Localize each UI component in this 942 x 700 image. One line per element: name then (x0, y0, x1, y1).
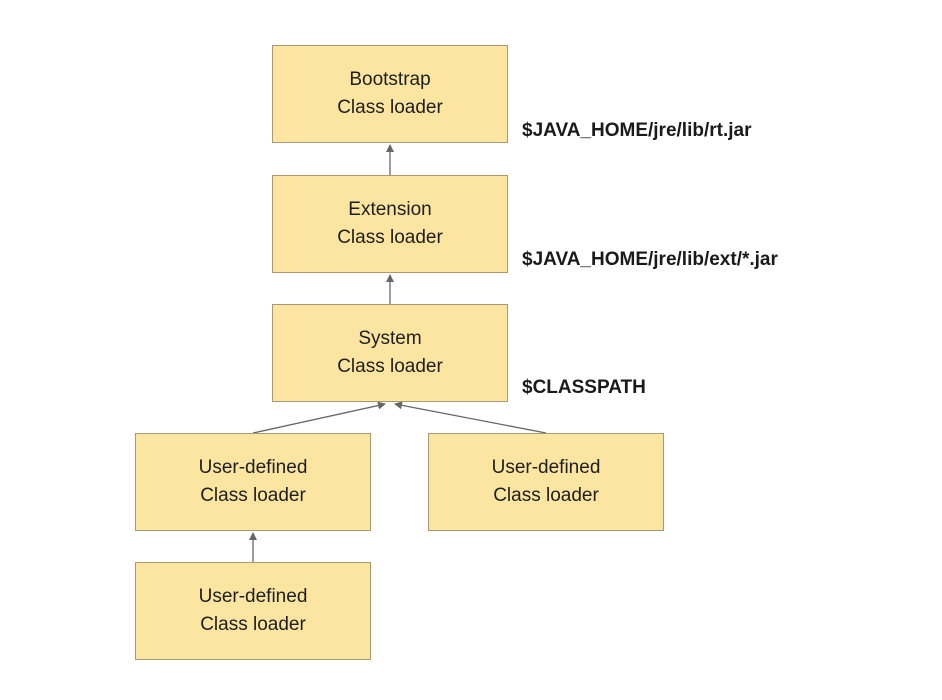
extension-path-label: $JAVA_HOME/jre/lib/ext/*.jar (522, 249, 778, 270)
node-subtitle: Class loader (337, 356, 443, 377)
node-title: User-defined (491, 457, 601, 478)
node-subtitle: Class loader (200, 485, 306, 506)
node-title: Extension (348, 199, 432, 220)
extension-class-loader-box: Extension Class loader (272, 175, 508, 273)
node-title: User-defined (198, 586, 308, 607)
node-subtitle: Class loader (200, 614, 306, 635)
node-subtitle: Class loader (337, 227, 443, 248)
node-title: System (358, 328, 422, 349)
user-defined-class-loader-right-box: User-defined Class loader (428, 433, 664, 531)
bootstrap-path-label: $JAVA_HOME/jre/lib/rt.jar (522, 120, 752, 141)
node-title: User-defined (198, 457, 308, 478)
node-title: Bootstrap (349, 69, 431, 90)
user-defined-class-loader-left-box: User-defined Class loader (135, 433, 371, 531)
node-subtitle: Class loader (493, 485, 599, 506)
arrow-user-left-to-system (252, 401, 386, 434)
system-path-label: $CLASSPATH (522, 377, 646, 398)
user-defined-class-loader-child-box: User-defined Class loader (135, 562, 371, 660)
bootstrap-class-loader-box: Bootstrap Class loader (272, 45, 508, 143)
arrow-user-right-to-system (394, 401, 547, 434)
system-class-loader-box: System Class loader (272, 304, 508, 402)
node-subtitle: Class loader (337, 97, 443, 118)
